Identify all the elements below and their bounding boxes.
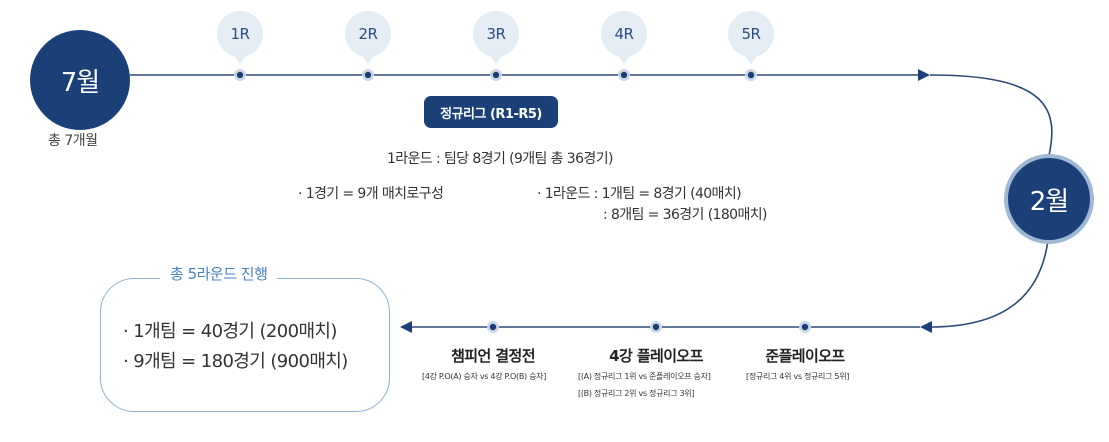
stage-title-semifinal: 4강 플레이오프 [609,347,703,365]
summary-title: 총 5라운드 진행 [160,263,278,284]
stage-title-final: 챔피언 결정전 [451,347,535,365]
round-bubble-3: 3R [473,11,519,64]
summary-box: · 1개팀 = 40경기 (200매치) · 9개팀 = 180경기 (900매… [100,278,390,412]
round-bubble-2: 2R [345,11,391,64]
stage-detail-semifinal-b: [(B) 정규리그 2위 vs 정규리그 3위] [578,389,695,398]
stage-dots [487,321,811,333]
left-arrow-head [400,321,412,333]
stage-detail-final: [4강 P.O(A) 승자 vs 4강 P.O(B) 승자] [422,372,547,381]
stage-title-wildcard: 준플레이오프 [765,347,845,365]
summary-line-1: · 1개팀 = 40경기 (200매치) [123,321,337,342]
end-month-label: 2월 [1029,186,1069,217]
end-month-circle: 2월 [1008,158,1090,240]
regular-league-total-info: : 8개팀 = 36경기 (180매치) [603,207,768,223]
top-arrow-head [918,69,930,81]
right-curve-lower [929,239,1049,328]
round-bubble-5: 5R [728,11,774,64]
start-month-label: 7월 [60,67,100,98]
stage-detail-wildcard: [정규리그 4위 vs 정규리그 5위] [746,372,850,381]
round-bubble-4: 4R [601,11,647,64]
bottom-arrow-head [920,321,932,333]
right-curve-line [929,74,1053,161]
regular-league-match-info: · 1경기 = 9개 매치로구성 [298,186,444,202]
regular-league-team-info: · 1라운드 : 1개팀 = 8경기 (40매치) [537,186,742,202]
total-period-label: 총 7개월 [48,133,98,149]
start-month-circle: 7월 [30,30,130,130]
summary-line-2: · 9개팀 = 180경기 (900매치) [123,351,348,372]
regular-league-badge: 정규리그 (R1-R5) [424,96,558,128]
stage-detail-semifinal-a: [(A) 정규리그 1위 vs 준플레이오프 승자] [578,372,711,381]
regular-league-round-info: 1라운드 : 팀당 8경기 (9개팀 총 36경기) [387,151,613,167]
round-dots [234,69,757,81]
round-bubble-1: 1R [217,11,263,64]
